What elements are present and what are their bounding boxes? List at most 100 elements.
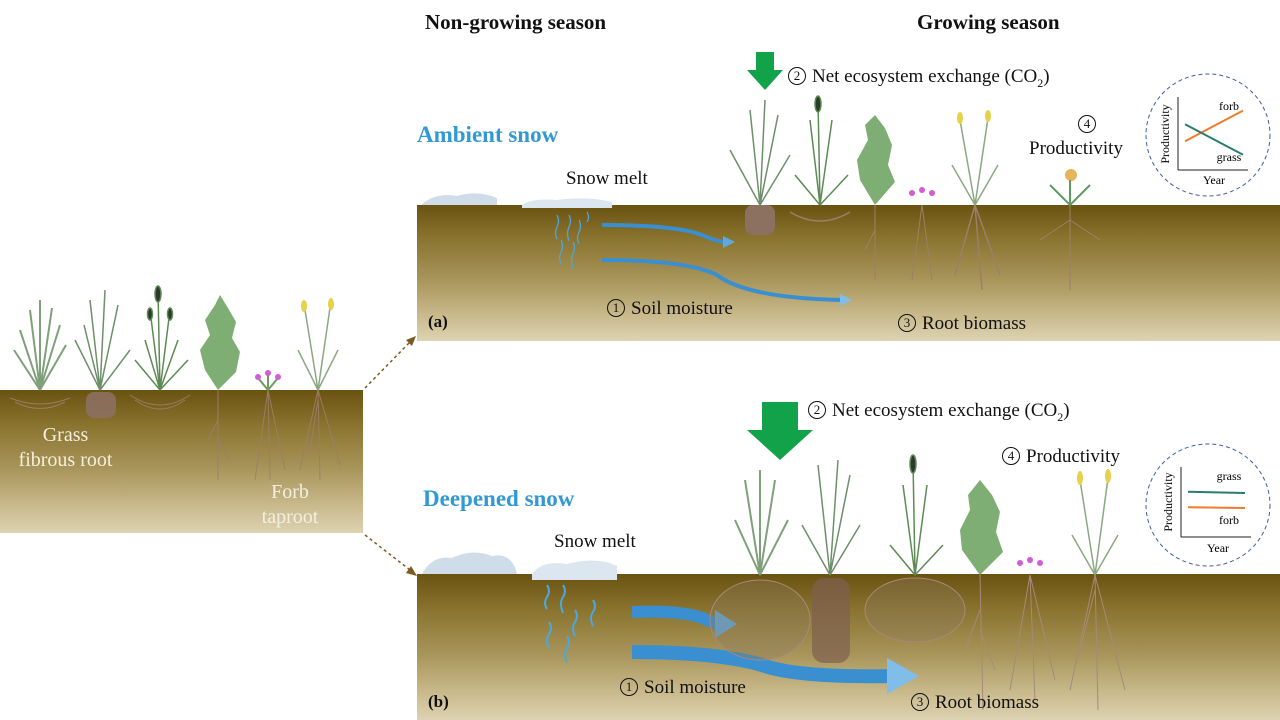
soil-moisture-text: Soil moisture [631,298,733,319]
melting-snow-icon [522,198,612,208]
connector-arrow-a [364,341,411,389]
panel-b-nee-arrow-icon [747,402,813,460]
panel-b-productivity-chart: Productivity Year grass forb [1145,443,1271,567]
thistle-plant-icon [909,187,935,281]
melting-snow-icon [532,560,617,580]
panel-b-productivity-label: 4 Productivity [1002,446,1120,468]
soil-moisture-flow-lower [631,645,898,684]
panel-b-plants-illustration [709,454,1126,711]
panel-a-productivity-chart: Productivity Year forb grass [1145,73,1271,197]
arrowhead-icon [887,658,919,694]
number-3-badge: 3 [911,693,929,711]
panel-a-scenario-label: Ambient snow [417,122,559,147]
non-growing-season-header: Non-growing season [425,10,607,34]
soil-moisture-text: Soil moisture [644,677,746,698]
series-line-forb [1187,506,1246,509]
grass-plant-icon [74,289,131,391]
panel-a-tag: (a) [428,312,448,331]
y-axis-label: Productivity [1161,472,1175,531]
nee-subscript: 2 [1037,75,1044,90]
forb-taproot-label: Forb taproot [250,480,330,530]
panel-b-scenario-label: Deepened snow [423,486,575,511]
forb-label-line2: taproot [261,506,319,528]
arrowhead-icon [406,336,416,346]
sedge-plant-icon [789,95,851,222]
left-plants-illustration [9,285,341,480]
productivity-text: Productivity [1026,446,1120,467]
flowering-forb-icon [1039,169,1101,290]
number-4-badge: 4 [1002,447,1020,465]
arrowhead-icon [723,236,735,248]
root-biomass-text: Root biomass [935,692,1039,713]
forb-plant-icon [960,480,1003,575]
nee-close: ) [1043,66,1050,87]
x-axis-label: Year [1203,173,1225,187]
grass-plant-icon [729,99,791,235]
legend-label-grass: grass [1217,469,1242,483]
panel-a-soil [417,205,1280,341]
grass-plant-icon [13,300,67,391]
meltwater-drops-icon [544,584,596,663]
nee-subscript: 2 [1057,409,1064,424]
sedge-plant-icon [889,454,944,576]
soil-moisture-flow-lower [601,258,843,302]
y-axis-label: Productivity [1158,104,1172,163]
nee-close: ) [1063,400,1070,421]
sedge-plant-icon [134,285,189,391]
legend-label-forb: forb [1219,513,1239,527]
meltwater-drops-icon [554,211,590,269]
grass-label-line1: Grass [42,424,89,446]
grass-plant-icon [801,459,861,576]
arrowhead-icon [406,566,417,576]
grass-plant-icon [734,470,789,576]
panel-a-plants-illustration [729,95,1101,290]
panel-a-nee-arrow-icon [747,52,783,90]
number-2-badge: 2 [808,401,826,419]
panel-b-water-diagram [422,552,919,694]
nee-text: Net ecosystem exchange (CO [832,400,1058,421]
panel-a-productivity-label: Productivity [1029,138,1123,159]
growing-season-header: Growing season [917,10,1060,34]
yellow-grass-plant-icon [297,298,339,391]
number-4-badge: 4 [1078,115,1096,133]
connector-arrow-b [364,534,411,571]
panel-a-soil-moisture-label: 1 Soil moisture [607,298,733,320]
arrowhead-icon [840,294,852,306]
arrowhead-icon [715,610,737,638]
panel-a-snow-melt-label: Snow melt [566,168,648,189]
panel-b-snow-melt-label: Snow melt [554,531,636,552]
soil-moisture-flow-upper [601,223,728,244]
root-biomass-text: Root biomass [922,313,1026,334]
panel-b-root-biomass-label: 3 Root biomass [911,692,1039,714]
number-1-badge: 1 [620,678,638,696]
snow-pile-icon [422,193,497,205]
grass-fibrous-root-label: Grass fibrous root [18,423,113,473]
legend-label-forb: forb [1219,99,1239,113]
forb-plant-icon [857,115,895,280]
nee-text: Net ecosystem exchange (CO [812,66,1038,87]
series-line-forb [1184,109,1244,143]
forb-plant-icon [200,295,240,390]
snow-pile-icon [422,552,517,574]
root-systems-icon [9,389,341,480]
left-soil-panel [0,390,363,533]
root-systems-icon [709,574,1126,711]
yellow-grass-plant-icon [1071,469,1119,576]
panel-b-tag: (b) [428,692,449,711]
yellow-grass-plant-icon [951,110,1001,290]
grass-label-line2: fibrous root [18,449,113,471]
chart-circle-frame [1145,443,1271,567]
number-2-badge: 2 [788,67,806,85]
chart-circle-frame [1145,73,1271,197]
series-line-grass [1184,123,1244,156]
series-line-grass [1187,490,1246,494]
thistle-plant-icon [1017,557,1043,566]
number-1-badge: 1 [607,299,625,317]
x-axis-label: Year [1207,541,1229,555]
panel-a-water-diagram [422,193,852,306]
legend-label-grass: grass [1217,150,1242,164]
connector-arrows [364,336,417,576]
